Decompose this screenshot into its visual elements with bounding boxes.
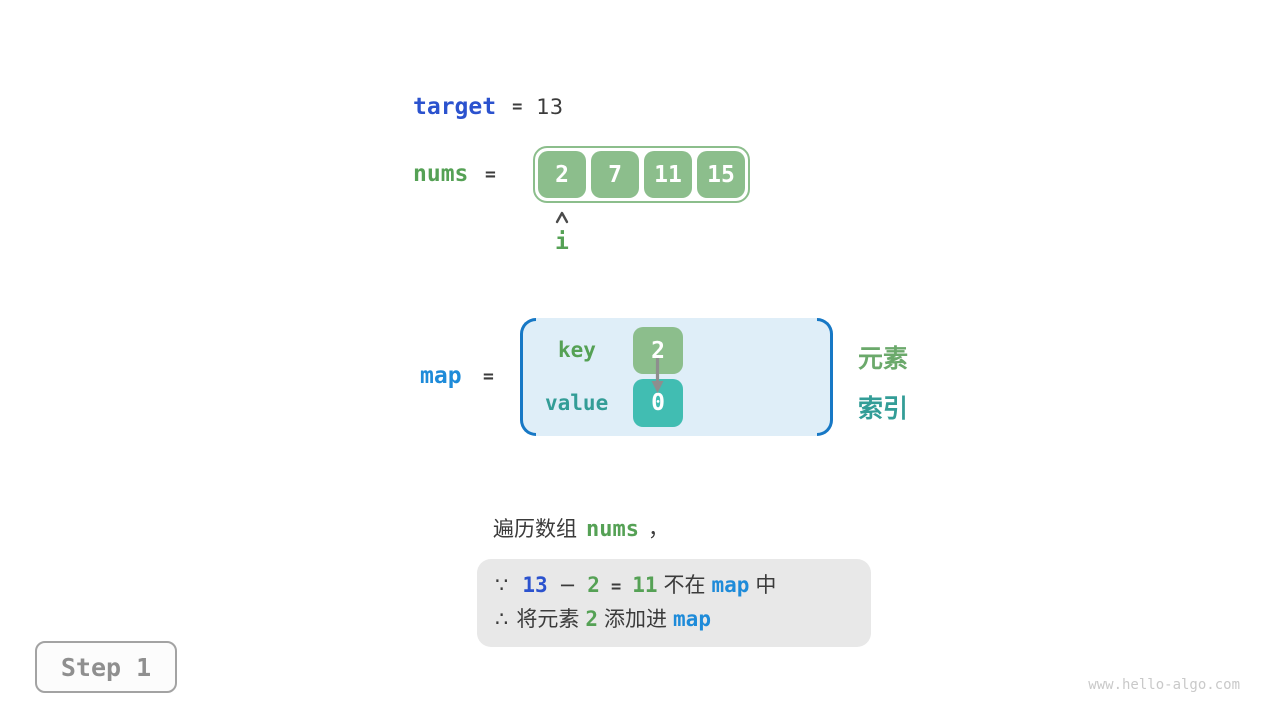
note-text-not-in: 不在 [663,573,706,597]
equals-sign: = [483,366,494,387]
note-element-number: 2 [585,607,599,631]
note-line-2: ∴ 将元素 2 添加进 map [495,603,853,637]
target-row: target = 13 [413,94,563,120]
explanation-note-box: ∵ 13 − 2 = 11 不在 map 中 ∴ 将元素 2 添加进 map [477,559,871,647]
caption-line: 遍历数组 nums ， [493,513,669,543]
target-variable: target [413,94,497,120]
equals-sign: = [512,97,523,117]
array-cell: 11 [644,151,692,198]
value-label: value [545,391,609,415]
map-container: key 2 value 0 [520,318,833,436]
right-bracket [817,318,833,436]
equals-sign: = [485,164,496,185]
note-text-add-into: 添加进 [604,607,668,631]
nums-variable: nums [413,161,469,187]
note-difference-number: 11 [632,573,658,597]
array-cell: 2 [538,151,586,198]
because-symbol: ∵ [495,573,509,597]
site-watermark: www.hello-algo.com [1088,677,1240,693]
array-cell: 15 [697,151,745,198]
caption-suffix: ， [647,517,669,541]
note-target-number: 13 [522,573,548,597]
therefore-symbol: ∴ [495,607,509,631]
note-element-number: 2 [587,573,600,597]
map-variable: map [420,363,462,389]
caption-nums-code: nums [586,517,639,542]
array-cell: 7 [591,151,639,198]
nums-array: 2 7 11 15 [533,146,750,203]
minus-operator: − [558,573,577,597]
note-map-code: map [711,573,750,597]
legend-index-label: 索引 [858,394,909,423]
caption-prefix: 遍历数组 [493,517,577,541]
index-pointer-label: i [555,229,569,255]
equals-operator: = [610,577,622,597]
left-bracket [520,318,536,436]
pointer-caret-icon [555,211,569,224]
step-badge: Step 1 [35,641,177,693]
target-value: 13 [536,95,564,119]
note-text-in: 中 [755,573,777,597]
key-label: key [558,338,596,362]
legend-element-label: 元素 [858,344,909,373]
note-line-1: ∵ 13 − 2 = 11 不在 map 中 [495,569,853,603]
note-map-code: map [673,607,711,631]
key-to-value-arrow-icon [651,358,664,393]
note-text-add-element: 将元素 [516,607,580,631]
